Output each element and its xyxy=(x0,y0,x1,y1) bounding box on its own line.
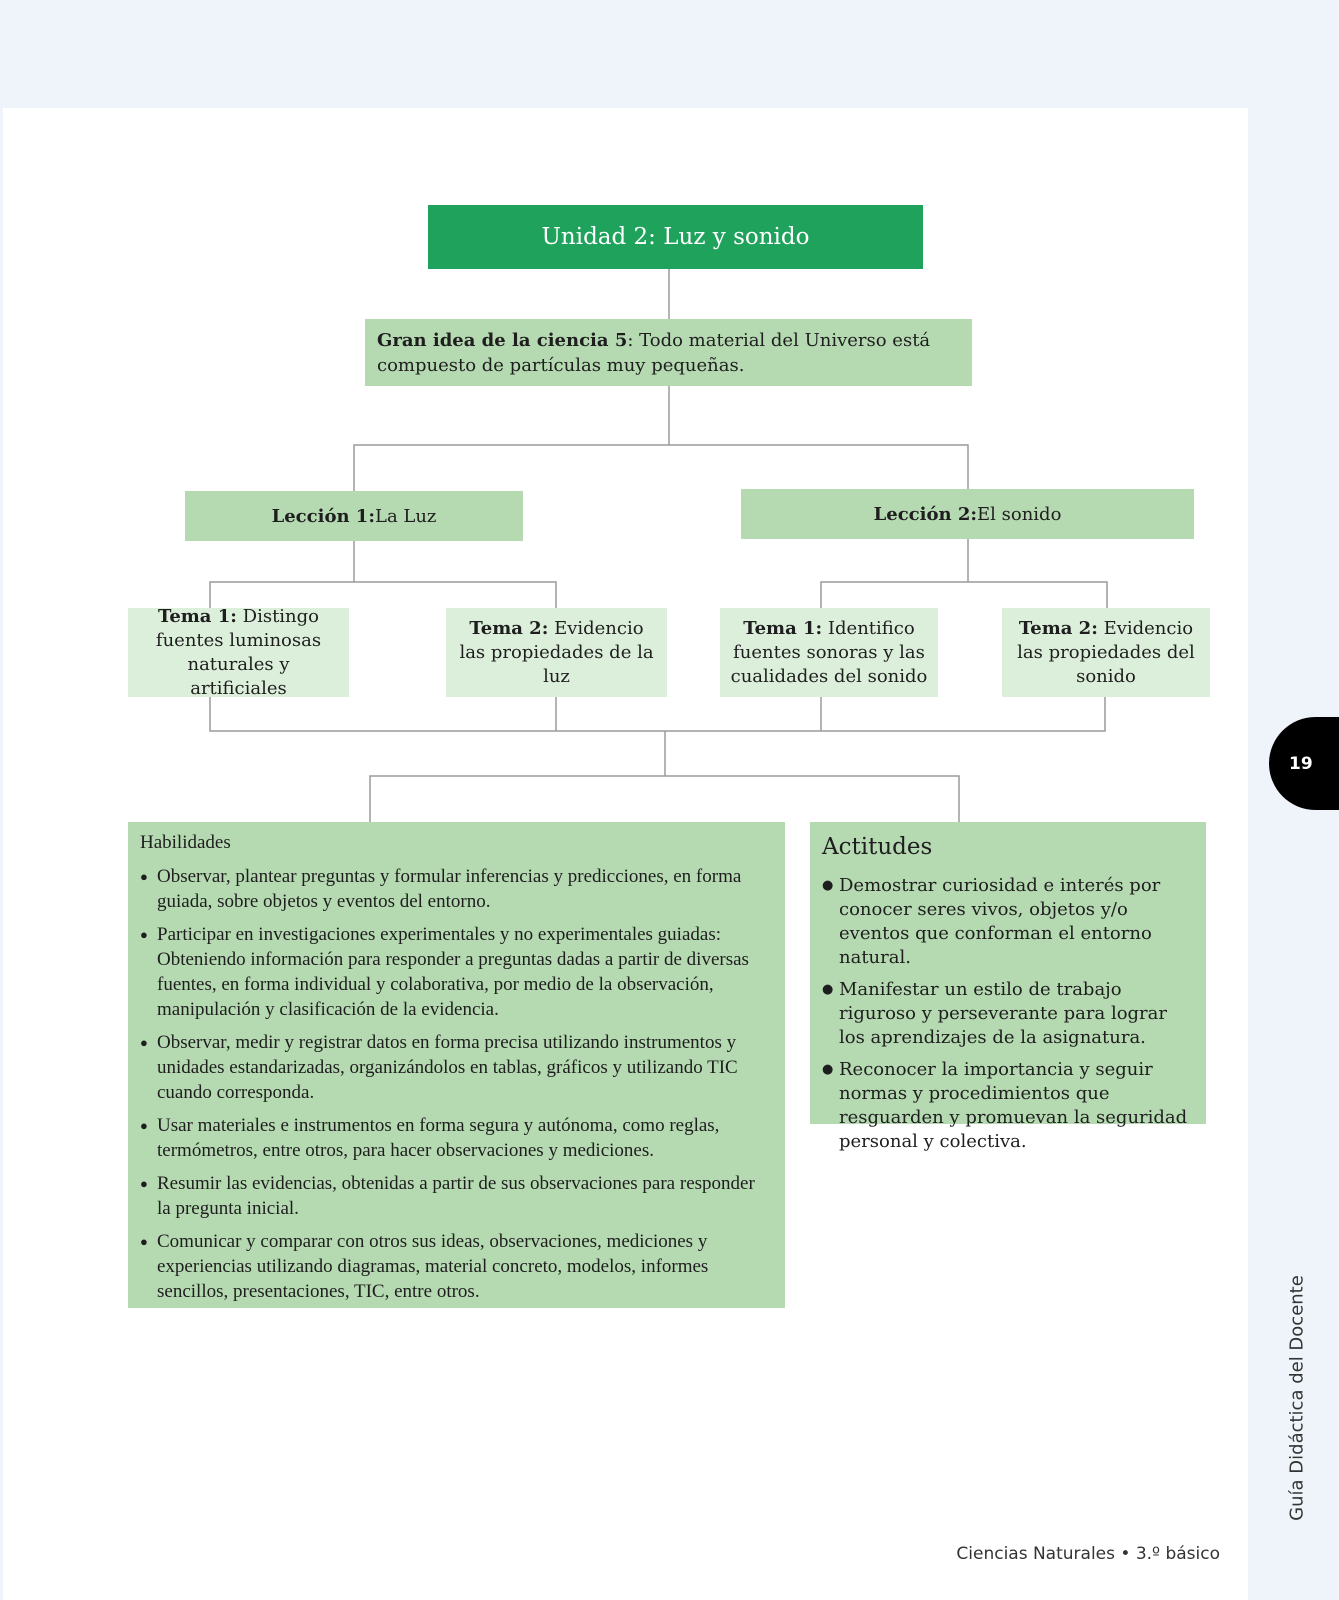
lesson-2-name: El sonido xyxy=(977,503,1062,525)
tema-text: Evidencio las propiedades del sonido xyxy=(1017,617,1195,687)
list-item: Participar en investigaciones experiment… xyxy=(140,922,773,1022)
tema-text: Distingo fuentes luminosas naturales y a… xyxy=(155,605,322,699)
tema-label: Tema 1: xyxy=(743,617,823,639)
page-number: 19 xyxy=(1289,753,1313,774)
tema-text: Identifico fuentes sonoras y las cualida… xyxy=(730,617,928,687)
lesson-1-tema-1-box: Tema 1: Distingo fuentes luminosas natur… xyxy=(128,605,349,699)
tema-label: Tema 2: xyxy=(469,617,549,639)
list-item: Observar, plantear preguntas y formular … xyxy=(140,864,773,914)
side-running-title: Guía Didáctica del Docente xyxy=(1286,1275,1308,1521)
habilidades-title: Habilidades xyxy=(140,832,231,853)
lesson-1-name: La Luz xyxy=(374,505,437,527)
list-item: Manifestar un estilo de trabajo riguroso… xyxy=(822,978,1194,1050)
list-item: Reconocer la importancia y seguir normas… xyxy=(822,1058,1194,1154)
lesson-2-tema-1-box: Tema 1: Identifico fuentes sonoras y las… xyxy=(720,608,938,697)
unit-title: Unidad 2: Luz y sonido xyxy=(541,224,810,250)
habilidades-panel: Habilidades Observar, plantear preguntas… xyxy=(128,822,785,1308)
big-idea-box: Gran idea de la ciencia 5: Todo material… xyxy=(365,319,972,386)
lesson-1-box: Lección 1: La Luz xyxy=(185,491,523,541)
actitudes-list: Demostrar curiosidad e interés por conoc… xyxy=(822,874,1194,1154)
list-item: Comunicar y comparar con otros sus ideas… xyxy=(140,1229,773,1304)
list-item: Demostrar curiosidad e interés por conoc… xyxy=(822,874,1194,970)
list-item: Usar materiales e instrumentos en forma … xyxy=(140,1113,773,1163)
big-idea-text: : Todo material del Universo está compue… xyxy=(377,330,931,376)
unit-title-box: Unidad 2: Luz y sonido xyxy=(428,205,923,269)
lesson-2-box: Lección 2: El sonido xyxy=(741,489,1194,539)
big-idea-label: Gran idea de la ciencia 5 xyxy=(377,330,628,351)
tema-label: Tema 1: xyxy=(157,605,237,627)
actitudes-panel: Actitudes Demostrar curiosidad e interés… xyxy=(810,822,1206,1152)
list-item: Resumir las evidencias, obtenidas a part… xyxy=(140,1171,773,1221)
habilidades-list: Observar, plantear preguntas y formular … xyxy=(140,864,773,1304)
actitudes-title: Actitudes xyxy=(822,834,933,860)
list-item: Observar, medir y registrar datos en for… xyxy=(140,1030,773,1105)
lesson-1-label: Lección 1: xyxy=(271,505,375,527)
lesson-2-label: Lección 2: xyxy=(873,503,977,525)
page-number-tab: 19 xyxy=(1269,717,1339,810)
lesson-1-tema-2-box: Tema 2: Evidencio las propiedades de la … xyxy=(446,608,667,697)
lesson-2-tema-2-box: Tema 2: Evidencio las propiedades del so… xyxy=(1002,608,1210,697)
footer-text: Ciencias Naturales • 3.º básico xyxy=(956,1544,1220,1564)
tema-label: Tema 2: xyxy=(1018,617,1098,639)
tema-text: Evidencio las propiedades de la luz xyxy=(459,617,654,687)
